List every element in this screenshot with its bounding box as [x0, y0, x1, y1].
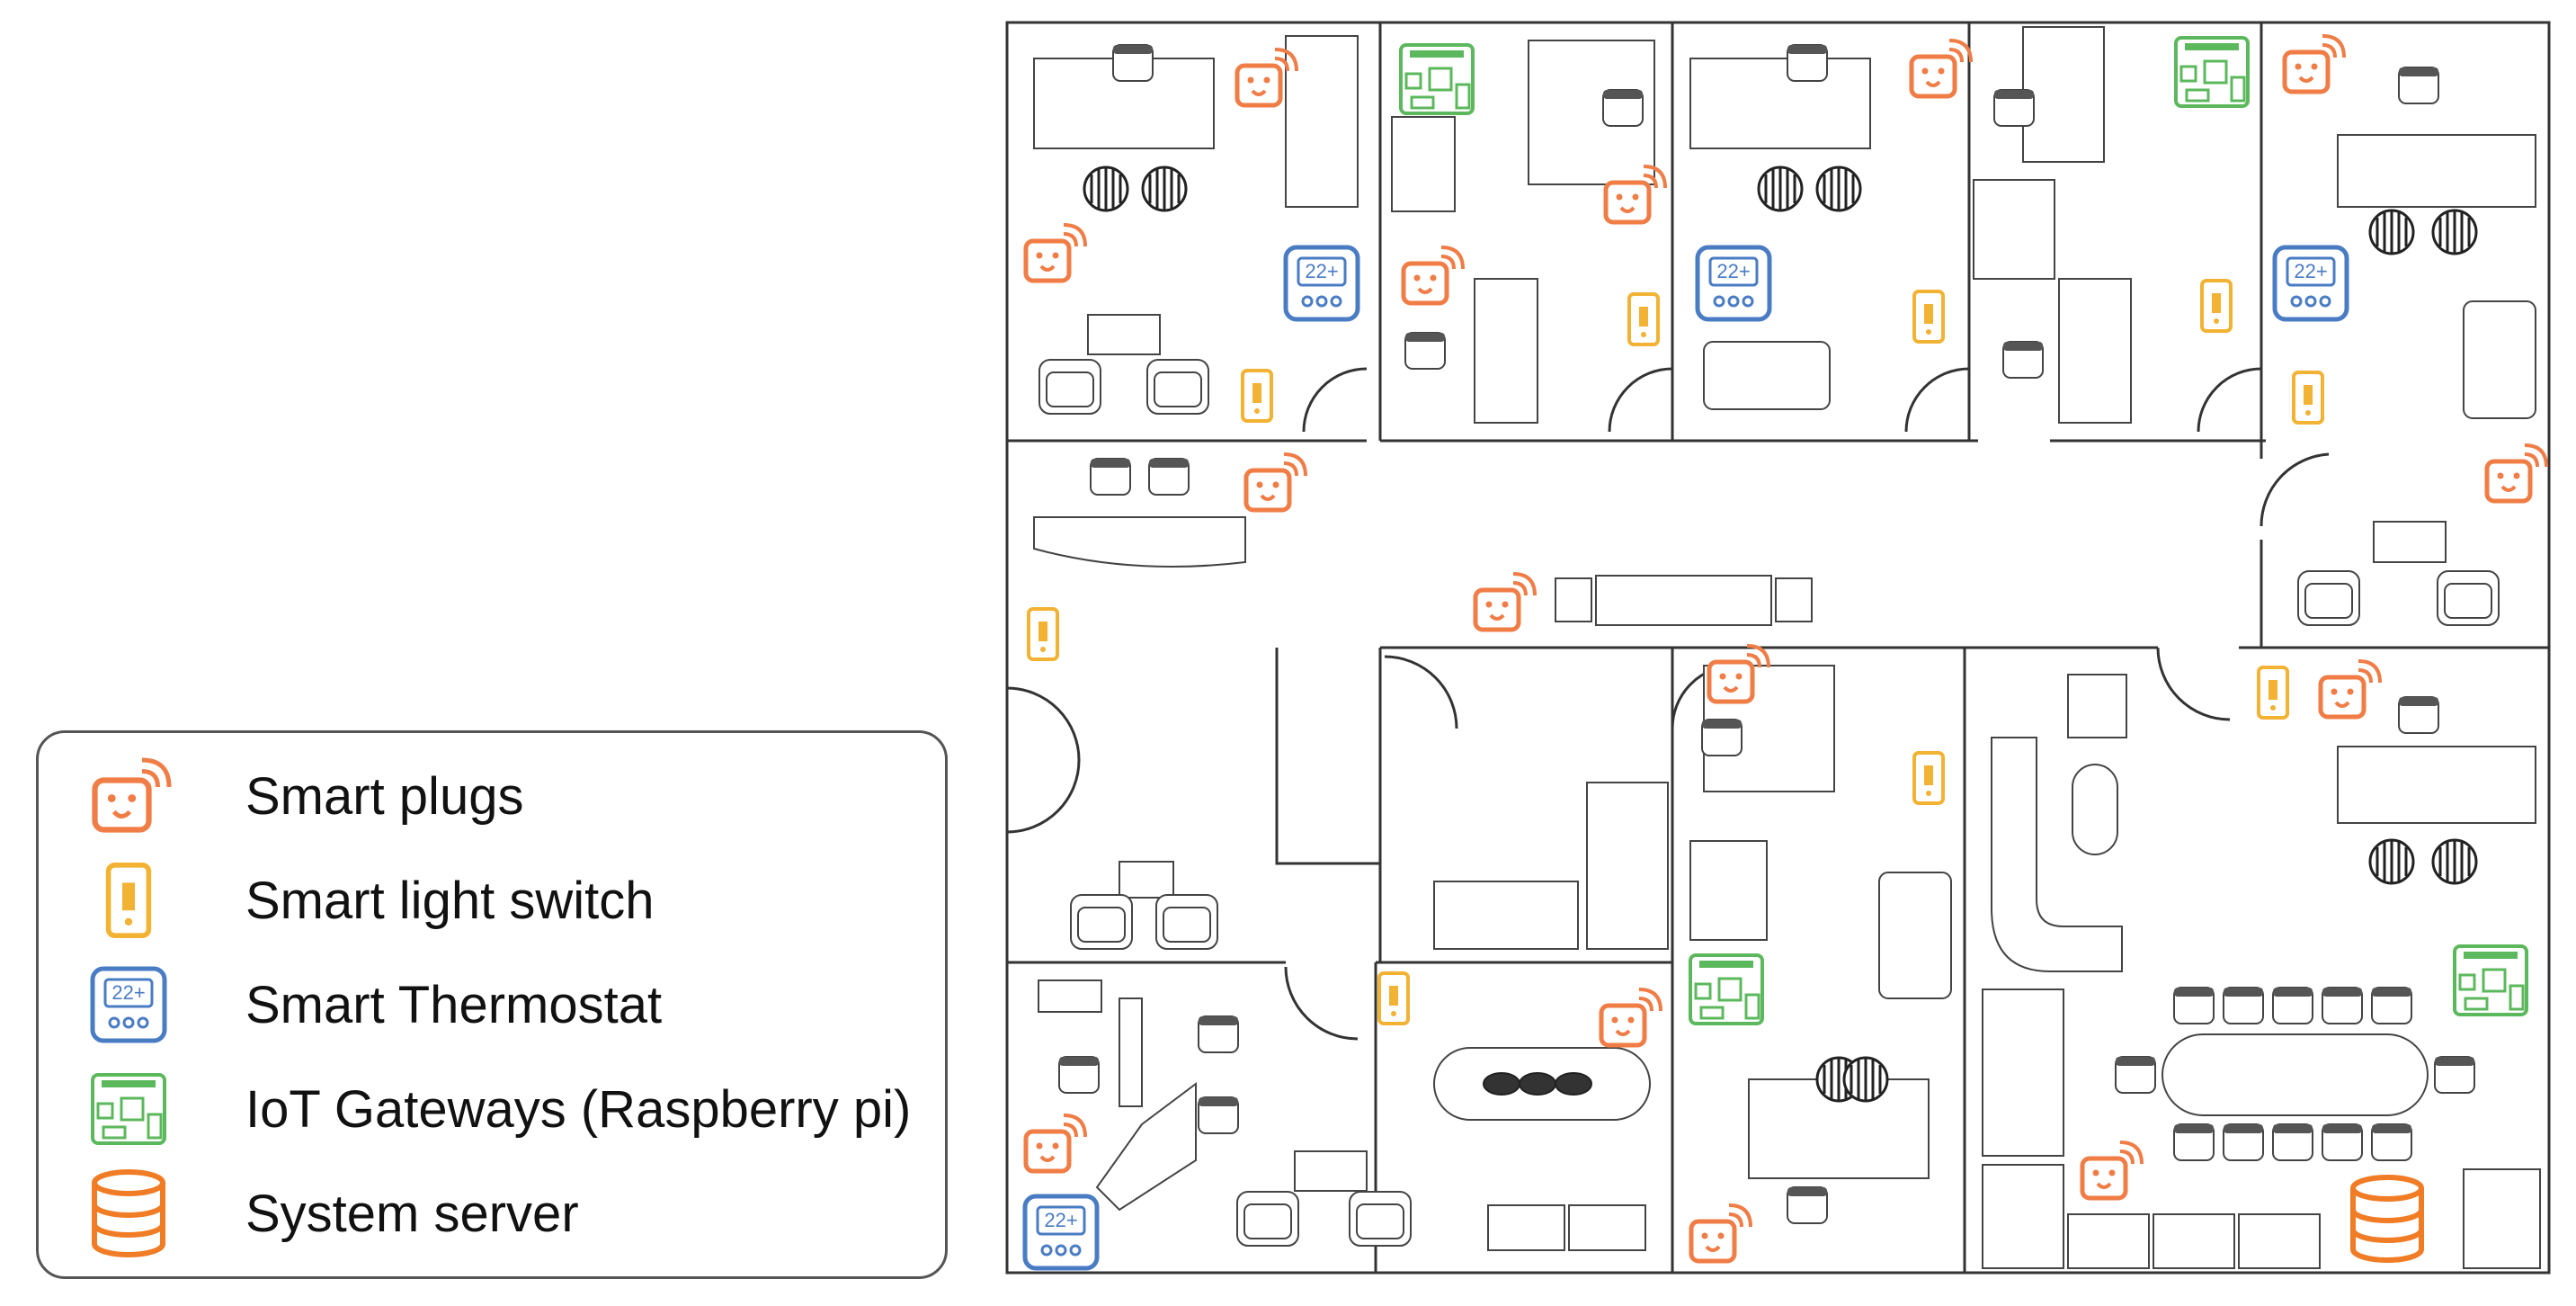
- smart-plug-icon: [1246, 454, 1306, 510]
- legend-label: IoT Gateways (Raspberry pi): [245, 1079, 912, 1139]
- smart-light-switch-icon: [2257, 666, 2289, 720]
- smart-plug-icon: [1601, 989, 1661, 1045]
- smart-plug-icon: [2321, 661, 2380, 717]
- smart-thermostat-icon: [1698, 247, 1769, 319]
- legend-item-smart-thermostat: Smart Thermostat: [84, 960, 662, 1050]
- smart-plug-icon: [2082, 1142, 2142, 1198]
- smart-plug-icon: [1026, 1115, 1085, 1171]
- iot-gateway-icon: [2174, 36, 2250, 108]
- legend-label: Smart Thermostat: [245, 975, 663, 1034]
- smart-plug-icon: [2285, 36, 2344, 92]
- smart-light-switch-icon: [84, 855, 174, 945]
- smart-light-switch-icon: [1627, 292, 1660, 346]
- smart-plug-icon: [1691, 1205, 1751, 1261]
- walls: [1005, 21, 2551, 1275]
- legend: Smart plugs Smart light switch Smart The…: [36, 730, 948, 1279]
- legend-label: System server: [245, 1184, 579, 1243]
- smart-plug-icon: [1475, 574, 1535, 630]
- smart-plug-icon: [1404, 247, 1463, 303]
- smart-plug-icon: [1026, 225, 1085, 281]
- system-server-icon: [84, 1168, 174, 1258]
- furniture: [1033, 26, 2541, 1269]
- legend-item-smart-light-switch: Smart light switch: [84, 855, 654, 945]
- iot-gateway-icon: [1399, 43, 1475, 115]
- smart-plug-icon: [84, 751, 174, 841]
- smart-light-switch-icon: [1912, 751, 1945, 805]
- iot-gateway-icon: [84, 1064, 174, 1154]
- legend-item-smart-plugs: Smart plugs: [84, 751, 523, 841]
- smart-plug-icon: [2487, 445, 2546, 501]
- smart-light-switch-icon: [1912, 290, 1945, 344]
- smart-thermostat-icon: [1025, 1196, 1097, 1268]
- iot-gateway-icon: [1689, 953, 1764, 1025]
- smart-thermostat-icon: [1286, 247, 1358, 319]
- smart-thermostat-icon: [84, 960, 174, 1050]
- smart-light-switch-icon: [2292, 371, 2324, 425]
- system-server-icon: [2353, 1177, 2421, 1260]
- smart-light-switch-icon: [1377, 971, 1410, 1025]
- legend-item-iot-gateways: IoT Gateways (Raspberry pi): [84, 1064, 911, 1154]
- smart-light-switch-icon: [1241, 369, 1273, 423]
- legend-item-system-server: System server: [84, 1168, 579, 1258]
- legend-label: Smart light switch: [245, 871, 655, 930]
- legend-label: Smart plugs: [245, 766, 524, 826]
- smart-thermostat-icon: [2275, 247, 2347, 319]
- iot-gateway-icon: [2453, 944, 2528, 1016]
- smart-light-switch-icon: [2200, 279, 2233, 333]
- smart-plug-icon: [1912, 40, 1971, 96]
- smart-light-switch-icon: [1027, 607, 1059, 661]
